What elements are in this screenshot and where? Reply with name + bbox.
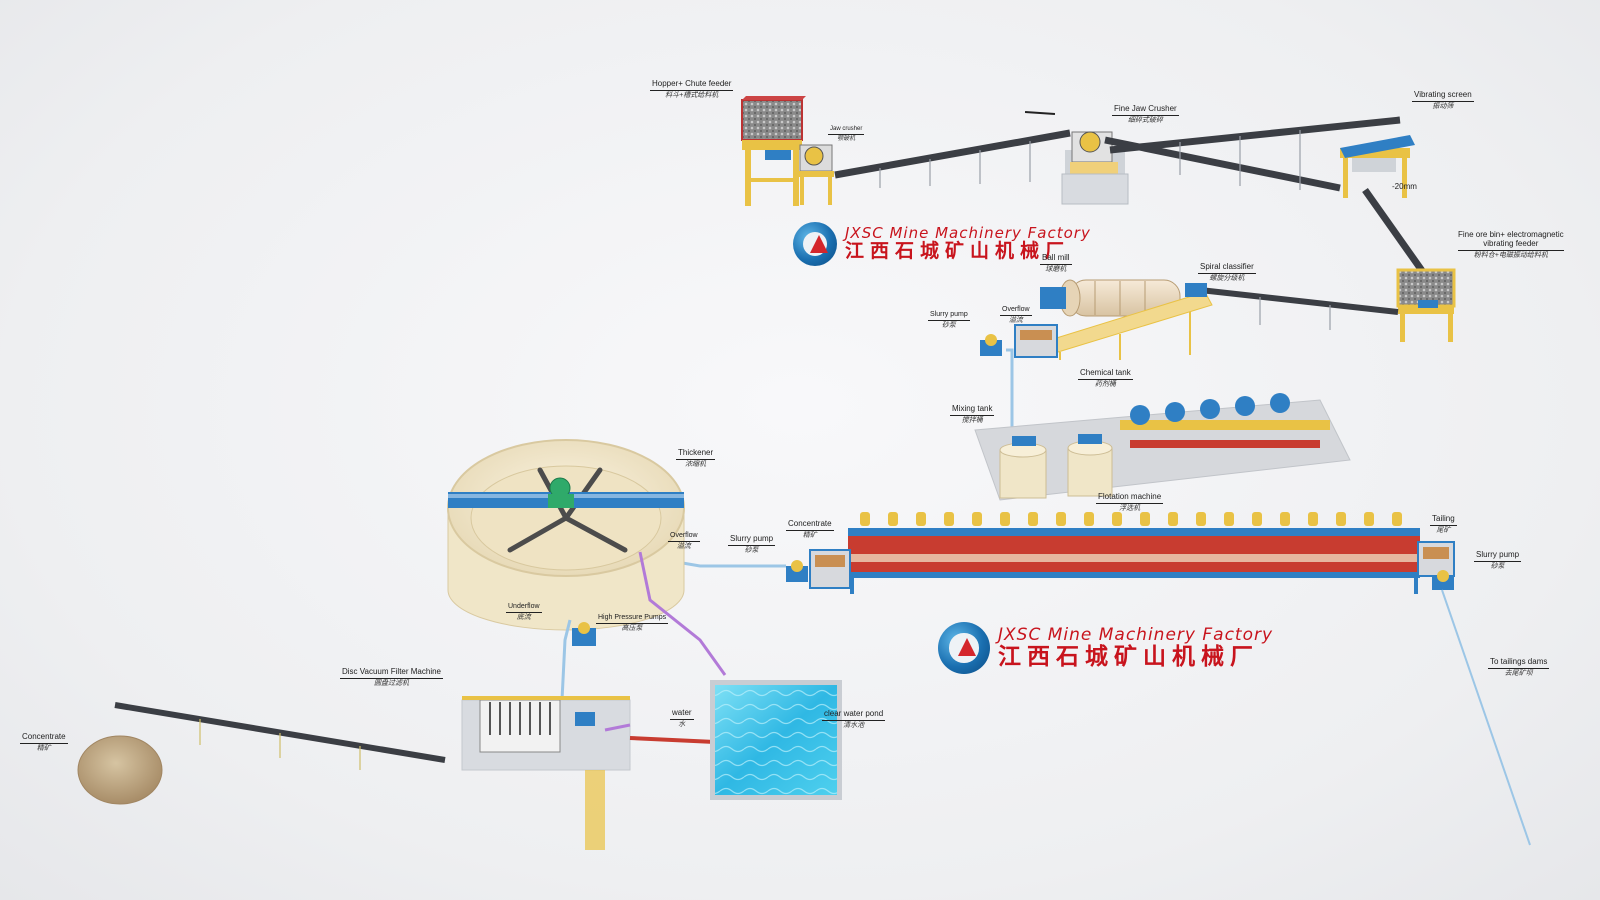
- vibrating-screen: [1340, 135, 1415, 198]
- flotation-cell-motor: [1056, 512, 1066, 526]
- brand-bottom: JXSC Mine Machinery Factory 江西石城矿山机械厂: [938, 622, 1273, 674]
- pipe-underflow: [560, 619, 572, 701]
- flotation-cell-motor: [1028, 512, 1038, 526]
- jxsc-logo-icon: [793, 222, 837, 266]
- conveyor-belt-cross: [1104, 116, 1401, 192]
- flotation-cell-motor: [1392, 512, 1402, 526]
- fine-ore-bin: [1396, 268, 1456, 342]
- flotation-cell-motor: [1168, 512, 1178, 526]
- slurry-pump-top: [980, 334, 1002, 356]
- flotation-cell-motor: [1196, 512, 1206, 526]
- label-fine-ore-bin: Fine ore bin+ electromagnetic vibrating …: [1458, 230, 1564, 259]
- conveyor-belt-2: [1362, 187, 1433, 285]
- brand-name-en: JXSC Mine Machinery Factory: [845, 224, 1091, 243]
- fine-jaw-crusher: [1061, 131, 1129, 205]
- jxsc-logo-icon: [938, 622, 990, 674]
- pipe-to-mixing-tank: [1006, 348, 1020, 432]
- brand-name-cn: 江西石城矿山机械厂: [998, 642, 1259, 670]
- hopper-chute-feeder: [741, 96, 806, 206]
- tailing-box: [1417, 541, 1455, 577]
- flotation-cell-motor: [1308, 512, 1318, 526]
- flotation-cell-motor: [1336, 512, 1346, 526]
- slurry-pump-right: [1432, 570, 1454, 590]
- flotation-cell-motor: [916, 512, 926, 526]
- flotation-cell-motor: [972, 512, 982, 526]
- pipe-filter-purple: [604, 723, 631, 732]
- jaw-crusher: [798, 144, 834, 205]
- slurry-pump-mid: [786, 560, 808, 582]
- clear-water-pond: [710, 680, 842, 800]
- thickener-tank: [447, 439, 685, 631]
- flotation-cell-motor: [1364, 512, 1374, 526]
- flotation-cell-motor: [1224, 512, 1234, 526]
- high-pressure-pumps: [572, 622, 596, 646]
- flotation-cell-motor: [1084, 512, 1094, 526]
- flotation-cell-motor: [1140, 512, 1150, 526]
- conveyor-belt-1: [834, 129, 1071, 188]
- flotation-machine: [848, 512, 1420, 594]
- ball-mill: [1040, 279, 1181, 317]
- flotation-cell-motor: [1112, 512, 1122, 526]
- flotation-cell-motor: [888, 512, 898, 526]
- mixing-tanks: [999, 434, 1113, 499]
- disc-vacuum-filter: [461, 696, 631, 850]
- discharge-conveyor: [114, 702, 446, 770]
- concentrate-box-mid: [809, 549, 851, 589]
- flotation-cell-motor: [1252, 512, 1262, 526]
- brand-top: JXSC Mine Machinery Factory 江西石城矿山机械厂: [793, 222, 1091, 266]
- brand-name-cn: 江西石城矿山机械厂: [845, 239, 1071, 262]
- pipe-water-red: [629, 736, 716, 744]
- spiral-classifier: [1049, 283, 1213, 360]
- flotation-cell-motor: [944, 512, 954, 526]
- flotation-cell-motor: [1000, 512, 1010, 526]
- pipe-overflow-purple: [638, 551, 727, 676]
- conveyor-belt-3: [1199, 287, 1399, 330]
- flotation-cell-motor: [860, 512, 870, 526]
- flotation-cell-motor: [1280, 512, 1290, 526]
- brand-name-en: JXSC Mine Machinery Factory: [998, 625, 1274, 645]
- overflow-box-top: [1014, 324, 1058, 358]
- concentrate-pile: [77, 735, 163, 805]
- label-size-20mm: -20mm: [1392, 182, 1417, 191]
- chemical-tanks: [1130, 393, 1290, 425]
- pipe-to-tailings-dam: [1441, 589, 1531, 846]
